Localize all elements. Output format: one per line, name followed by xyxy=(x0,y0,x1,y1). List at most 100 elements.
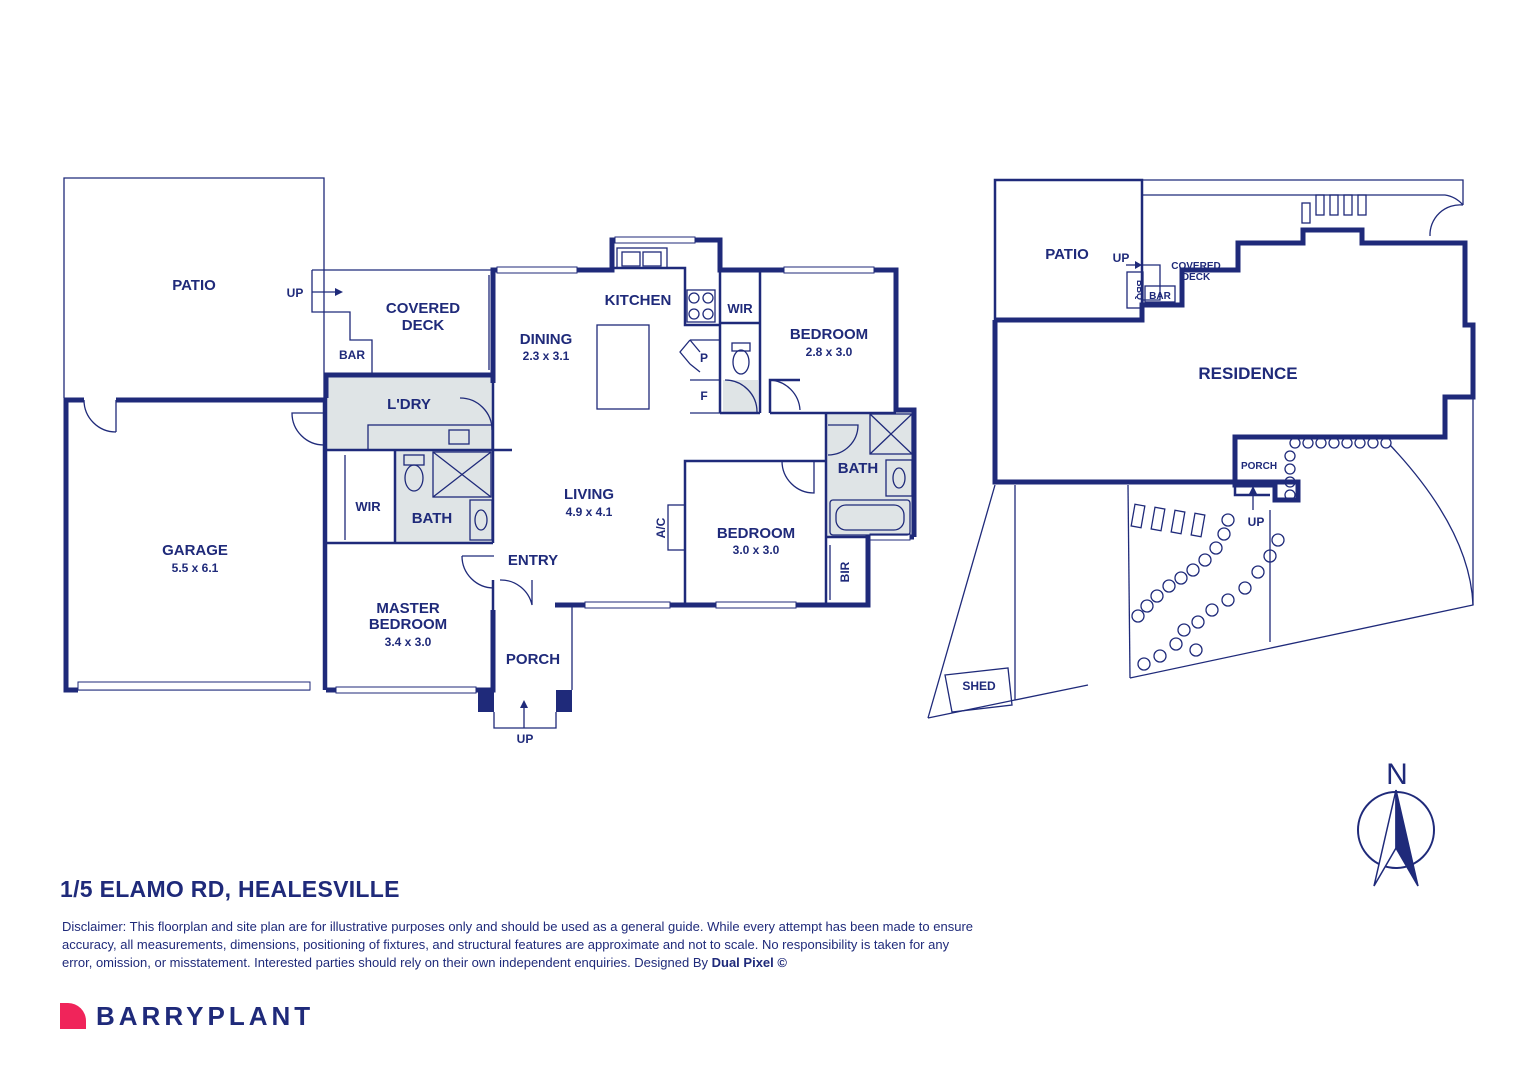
burner-3 xyxy=(688,308,700,320)
sink-bowl-2 xyxy=(642,251,662,267)
label-covered-deck-1: COVERED xyxy=(386,300,460,317)
site-porch-up-arrowhead xyxy=(1249,486,1257,494)
sink-bowl-1 xyxy=(621,251,641,267)
kitchen-window xyxy=(614,236,696,244)
east-vanity xyxy=(885,459,913,497)
east-bath-door xyxy=(827,424,859,456)
compass-north-label: N xyxy=(1386,758,1408,791)
site-label-bar: BAR xyxy=(1149,291,1171,302)
label-wir-master: WIR xyxy=(355,499,381,514)
site-residence-outline xyxy=(992,227,1476,503)
site-stone-4 xyxy=(1190,512,1206,538)
porch-pillar-east xyxy=(556,690,572,712)
label-bath-east: BATH xyxy=(838,460,879,477)
label-pantry: P xyxy=(700,351,708,365)
site-label-bbq: BBQ xyxy=(1135,280,1145,300)
east-basin xyxy=(892,467,906,489)
label-living: LIVING xyxy=(564,486,614,503)
site-gate xyxy=(1429,204,1464,237)
label-entry: ENTRY xyxy=(508,552,558,569)
porch-wall-west xyxy=(480,610,496,693)
site-label-covered-deck-1: COVERED xyxy=(1171,261,1220,272)
site-shrubs xyxy=(1131,437,1392,671)
cooktop xyxy=(686,289,716,323)
central-vanity xyxy=(469,499,493,541)
east-shower-x2 xyxy=(869,413,913,455)
master-window xyxy=(335,686,477,694)
site-label-up-porch: UP xyxy=(1248,515,1265,529)
site-label-residence: RESIDENCE xyxy=(1198,364,1297,383)
wc-cistern xyxy=(731,342,751,352)
burner-4 xyxy=(702,308,714,320)
dining-window xyxy=(496,266,578,274)
label-bedroom-se-size: 3.0 x 3.0 xyxy=(733,543,780,557)
label-patio: PATIO xyxy=(172,277,216,294)
garage-wall-west xyxy=(63,397,84,693)
label-covered-deck-2: DECK xyxy=(402,317,445,334)
north-compass xyxy=(1357,789,1435,887)
site-bar xyxy=(1144,285,1176,303)
label-living-size: 4.9 x 4.1 xyxy=(566,505,613,519)
kitchen-sink-outline xyxy=(616,247,668,269)
site-path-north xyxy=(1142,194,1464,206)
site-step-1 xyxy=(1301,202,1311,224)
brand-logo: BARRYPLANT xyxy=(60,1000,314,1032)
site-step-5 xyxy=(1357,194,1367,216)
site-path-middle xyxy=(1127,484,1131,679)
central-shower xyxy=(432,451,492,498)
site-plan xyxy=(927,178,1476,719)
deck-up-arrowhead xyxy=(335,288,343,296)
kitchen-island xyxy=(596,324,650,410)
laundry-door xyxy=(459,397,493,431)
porch-pillar-west xyxy=(478,690,494,712)
label-laundry: L'DRY xyxy=(387,396,431,413)
label-dining: DINING xyxy=(520,331,573,348)
site-boundary-west xyxy=(927,484,996,719)
label-dining-size: 2.3 x 3.1 xyxy=(523,349,570,363)
site-patio-outline xyxy=(993,178,1144,320)
label-master-1: MASTER xyxy=(376,600,440,617)
site-step-4 xyxy=(1343,194,1353,216)
laundry-bench xyxy=(367,424,493,451)
site-boundary-north xyxy=(1142,179,1464,205)
wc-door xyxy=(724,379,758,413)
label-bar: BAR xyxy=(339,348,365,362)
label-ac: A/C xyxy=(654,517,668,538)
site-arc xyxy=(1389,444,1474,606)
east-shower xyxy=(869,413,913,455)
site-up-arrowhead xyxy=(1135,261,1142,269)
ac-unit xyxy=(667,504,686,551)
site-label-covered-deck-2: DECK xyxy=(1182,272,1211,283)
burner-1 xyxy=(688,292,700,304)
patio-outline xyxy=(63,177,325,398)
label-garage-size: 5.5 x 6.1 xyxy=(172,561,219,575)
site-deck-inner xyxy=(1142,264,1161,301)
bathtub-inner xyxy=(835,504,905,531)
bedroom-se-window xyxy=(715,601,797,609)
site-label-shed: SHED xyxy=(962,679,996,693)
label-bath-central: BATH xyxy=(412,510,453,527)
disclaimer-designer: Dual Pixel © xyxy=(711,955,787,970)
label-bir: BIR xyxy=(838,561,852,582)
site-stone-2 xyxy=(1150,506,1166,532)
site-porch xyxy=(1233,485,1270,497)
brand-mark-icon xyxy=(60,1003,86,1029)
label-up-porch: UP xyxy=(517,732,534,746)
burner-2 xyxy=(702,292,714,304)
floor-plan xyxy=(63,177,917,729)
living-window xyxy=(584,601,671,609)
compass-needle-east xyxy=(1395,789,1419,887)
label-garage: GARAGE xyxy=(162,542,228,559)
bathtub xyxy=(829,499,911,536)
front-door xyxy=(499,579,533,606)
label-bedroom-ne-size: 2.8 x 3.0 xyxy=(806,345,853,359)
site-label-patio: PATIO xyxy=(1045,246,1089,263)
label-fridge: F xyxy=(700,389,707,403)
pantry-doors xyxy=(679,339,701,373)
wall-bed-se xyxy=(683,459,826,605)
wc-bowl xyxy=(732,349,750,375)
entry-door-master xyxy=(461,555,495,589)
label-master-2: BEDROOM xyxy=(369,616,447,633)
compass-needle-west xyxy=(1373,789,1397,887)
